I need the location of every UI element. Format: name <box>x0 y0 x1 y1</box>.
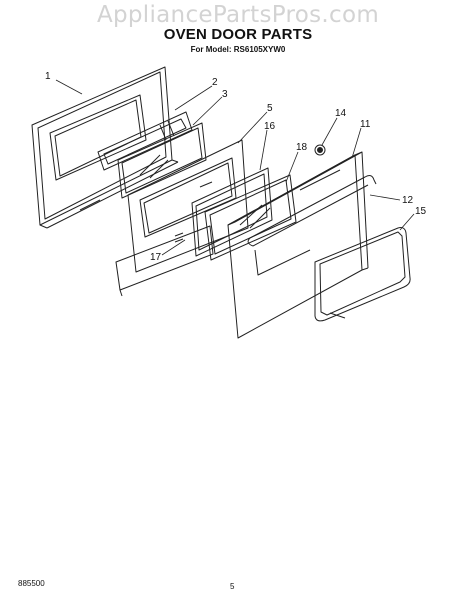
callout-3: 3 <box>222 89 228 100</box>
page-number: 5 <box>230 582 235 591</box>
part-door-handle <box>247 175 377 276</box>
document-number: 885500 <box>18 579 45 588</box>
callout-17: 17 <box>150 252 162 263</box>
part-middle-panel <box>127 139 249 273</box>
part-inner-glass <box>117 122 207 199</box>
part-door-gasket <box>97 111 193 171</box>
callout-1: 1 <box>45 71 51 82</box>
part-screw <box>314 144 326 156</box>
callout-15: 15 <box>415 206 427 217</box>
callout-11: 11 <box>360 119 371 130</box>
watermark-logo: AppliancePartsPros.com <box>96 2 380 28</box>
callout-5: 5 <box>267 103 273 114</box>
callout-2: 2 <box>212 77 218 88</box>
part-bottom-trim <box>115 225 214 297</box>
part-window-trim <box>314 227 411 322</box>
page-title: OVEN DOOR PARTS <box>163 26 313 43</box>
callout-14: 14 <box>335 108 347 119</box>
callouts: 1 2 3 5 16 14 11 18 12 15 17 <box>45 71 427 263</box>
part-insulation <box>191 167 273 257</box>
callout-16: 16 <box>264 121 276 132</box>
callout-18: 18 <box>296 142 308 153</box>
part-outer-glass <box>204 174 297 261</box>
leader-lines <box>55 79 415 256</box>
callout-12: 12 <box>402 195 414 206</box>
part-outer-door <box>227 151 369 339</box>
model-subtitle: For Model: RS6105XYW0 <box>190 45 286 54</box>
